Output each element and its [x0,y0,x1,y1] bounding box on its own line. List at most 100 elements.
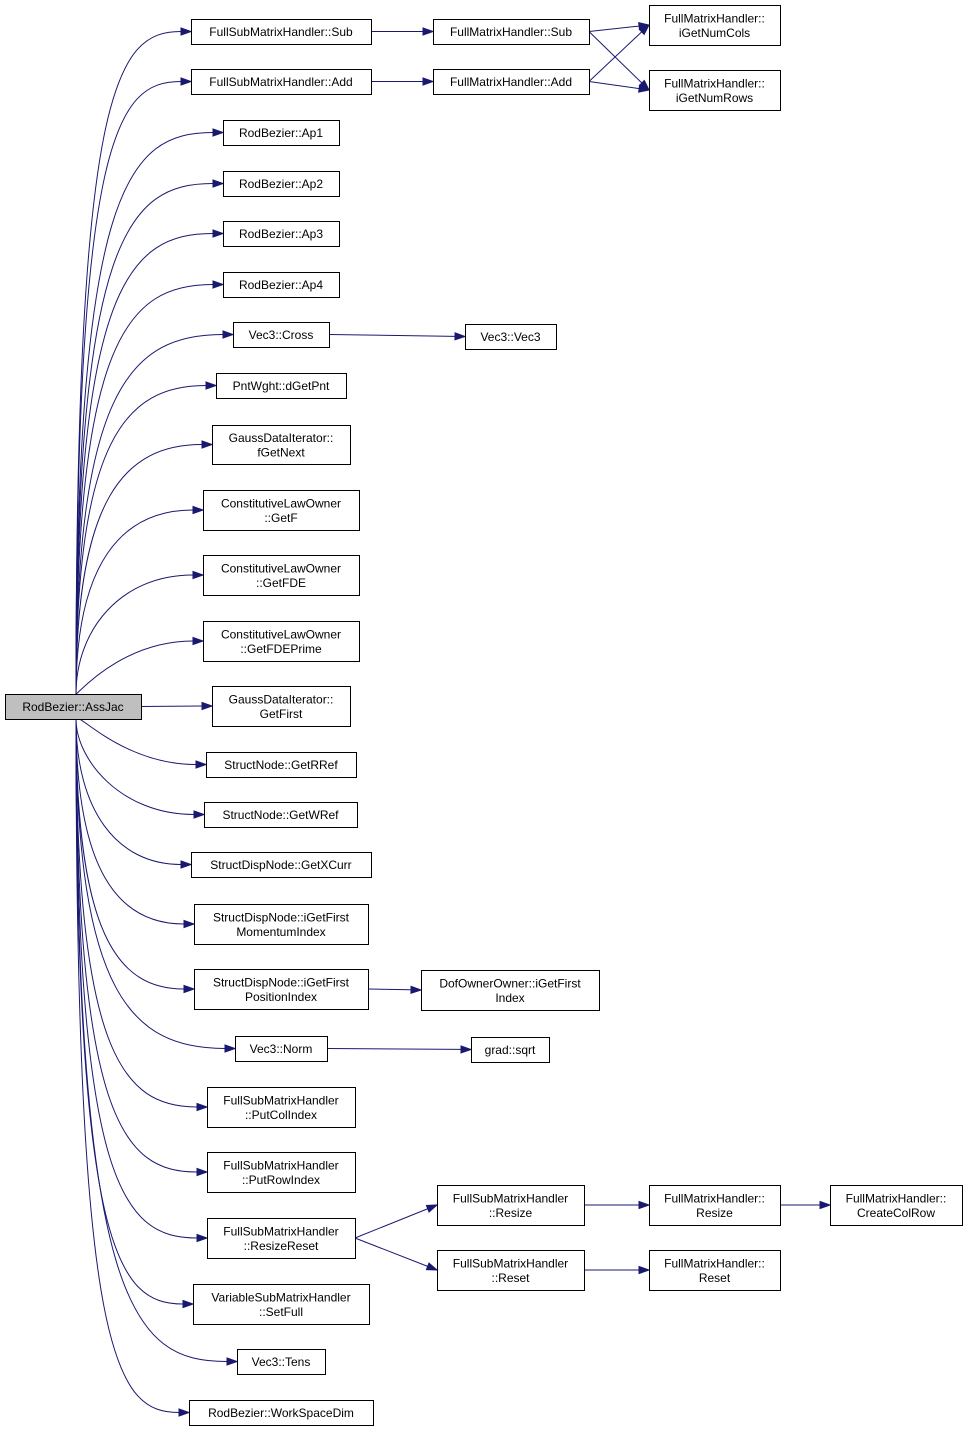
node-rodbezier-workspacedim[interactable]: RodBezier::WorkSpaceDim [189,1400,374,1426]
node-label: FullMatrixHandler:: [664,76,765,90]
node-fullmatrixhandler-add[interactable]: FullMatrixHandler::Add [433,69,590,95]
node-fullsubmatrixhandler-putrowindex[interactable]: FullSubMatrixHandler::PutRowIndex [207,1152,356,1193]
call-edge [75,570,205,695]
node-constitutivelawowner-getf[interactable]: ConstitutiveLawOwner::GetF [203,490,360,531]
node-vec3-tens[interactable]: Vec3::Tens [237,1349,326,1375]
node-label: ::Resize [489,1206,533,1220]
node-fullsubmatrixhandler-resize[interactable]: FullSubMatrixHandler::Resize [437,1185,585,1226]
node-fullmatrixhandler-reset[interactable]: FullMatrixHandler::Reset [649,1250,781,1291]
node-label: Vec3::Norm [250,1042,313,1056]
node-gaussdataiterator-getfirst[interactable]: GaussDataIterator::GetFirst [212,686,351,727]
node-fullsubmatrixhandler-sub[interactable]: FullSubMatrixHandler::Sub [191,19,372,45]
node-fullmatrixhandler-igetnumrows[interactable]: FullMatrixHandler::iGetNumRows [649,70,781,111]
node-label: Resize [696,1206,733,1220]
node-fullmatrixhandler-sub[interactable]: FullMatrixHandler::Sub [433,19,590,45]
node-label: ::PutColIndex [245,1108,317,1122]
node-grad-sqrt[interactable]: grad::sqrt [471,1037,550,1063]
node-rodbezier-ap4[interactable]: RodBezier::Ap4 [223,272,340,298]
node-label: FullMatrixHandler::Sub [450,25,572,39]
node-label: RodBezier::AssJac [22,700,123,714]
node-label: ::GetFDEPrime [240,642,322,656]
node-label: ::SetFull [259,1305,303,1319]
node-rodbezier-assjac[interactable]: RodBezier::AssJac [5,694,142,720]
node-fullsubmatrixhandler-add[interactable]: FullSubMatrixHandler::Add [191,69,372,95]
node-fullmatrixhandler-createcolrow[interactable]: FullMatrixHandler::CreateColRow [830,1185,963,1226]
call-edge [75,718,209,1177]
call-edge [75,280,225,695]
call-edge [588,31,651,92]
node-fullmatrixhandler-resize[interactable]: FullMatrixHandler::Resize [649,1185,781,1226]
node-fullsubmatrixhandler-resizereset[interactable]: FullSubMatrixHandler::ResizeReset [207,1218,356,1259]
node-label: RodBezier::Ap4 [239,278,323,292]
node-label: StructDispNode::iGetFirst [213,910,350,924]
node-label: FullSubMatrixHandler::Sub [209,25,353,39]
node-label: FullSubMatrixHandler [223,1224,338,1238]
call-edge [75,440,214,695]
node-label: ::Reset [491,1271,530,1285]
node-label: FullMatrixHandler:: [664,11,765,25]
node-label: Vec3::Tens [252,1355,311,1369]
call-edge [588,23,651,82]
call-edge [75,505,205,695]
node-label: grad::sqrt [485,1043,536,1057]
node-label: FullMatrixHandler:: [664,1256,765,1270]
call-edge [75,718,209,1243]
call-edge [371,27,435,36]
call-edge [75,229,225,695]
node-label: DofOwnerOwner::iGetFirst [439,976,581,990]
node-label: StructDispNode::iGetFirst [213,975,350,989]
node-label: FullSubMatrixHandler::Add [209,75,352,89]
node-pntwght-dgetpnt[interactable]: PntWght::dGetPnt [216,373,347,399]
node-label: FullSubMatrixHandler [453,1256,568,1270]
call-edge [75,179,225,695]
node-structdispnode-getxcurr[interactable]: StructDispNode::GetXCurr [191,852,372,878]
node-label: FullMatrixHandler:: [664,1191,765,1205]
node-label: ::PutRowIndex [242,1173,320,1187]
node-constitutivelawowner-getfdeprime[interactable]: ConstitutiveLawOwner::GetFDEPrime [203,621,360,662]
node-label: PositionIndex [245,990,317,1004]
call-edge [588,81,651,93]
node-label: StructDispNode::GetXCurr [210,858,351,872]
node-fullsubmatrixhandler-reset[interactable]: FullSubMatrixHandler::Reset [437,1250,585,1291]
call-edge [584,1200,651,1210]
node-label: GaussDataIterator:: [229,692,334,706]
call-edge [326,1045,473,1054]
node-label: RodBezier::Ap3 [239,227,323,241]
node-label: fGetNext [257,445,305,459]
node-label: StructNode::GetRRef [224,758,338,772]
call-edge [75,718,196,994]
call-edge [75,77,193,695]
node-fullmatrixhandler-igetnumcols[interactable]: FullMatrixHandler::iGetNumCols [649,5,781,46]
call-edge [371,77,435,86]
call-edge [75,718,193,869]
node-constitutivelawowner-getfde[interactable]: ConstitutiveLawOwner::GetFDE [203,555,360,596]
node-label: MomentumIndex [236,925,325,939]
node-label: ConstitutiveLawOwner [221,561,341,575]
node-label: VariableSubMatrixHandler [211,1290,350,1304]
call-edge [75,717,208,769]
node-fullsubmatrixhandler-putcolindex[interactable]: FullSubMatrixHandler::PutColIndex [207,1087,356,1128]
node-label: Reset [699,1271,731,1285]
node-rodbezier-ap1[interactable]: RodBezier::Ap1 [223,120,340,146]
node-structnode-getrref[interactable]: StructNode::GetRRef [206,752,357,778]
node-rodbezier-ap2[interactable]: RodBezier::Ap2 [223,171,340,197]
node-label: FullSubMatrixHandler [223,1093,338,1107]
node-gaussdataiterator-fgetnext[interactable]: GaussDataIterator::fGetNext [212,425,351,465]
node-rodbezier-ap3[interactable]: RodBezier::Ap3 [223,221,340,247]
call-edge [584,1265,651,1275]
node-vec3-cross[interactable]: Vec3::Cross [233,322,330,348]
node-structnode-getwref[interactable]: StructNode::GetWRef [204,802,358,828]
call-edge [367,985,423,995]
node-label: CreateColRow [857,1206,935,1220]
node-label: iGetNumRows [676,91,753,105]
node-label: RodBezier::Ap1 [239,126,323,140]
node-label: FullSubMatrixHandler [223,1158,338,1172]
call-edge [75,27,193,695]
node-vec3-vec3[interactable]: Vec3::Vec3 [465,324,557,350]
node-variablesubmatrixhandler-setfull[interactable]: VariableSubMatrixHandler::SetFull [193,1284,370,1325]
node-vec3-norm[interactable]: Vec3::Norm [235,1036,328,1062]
